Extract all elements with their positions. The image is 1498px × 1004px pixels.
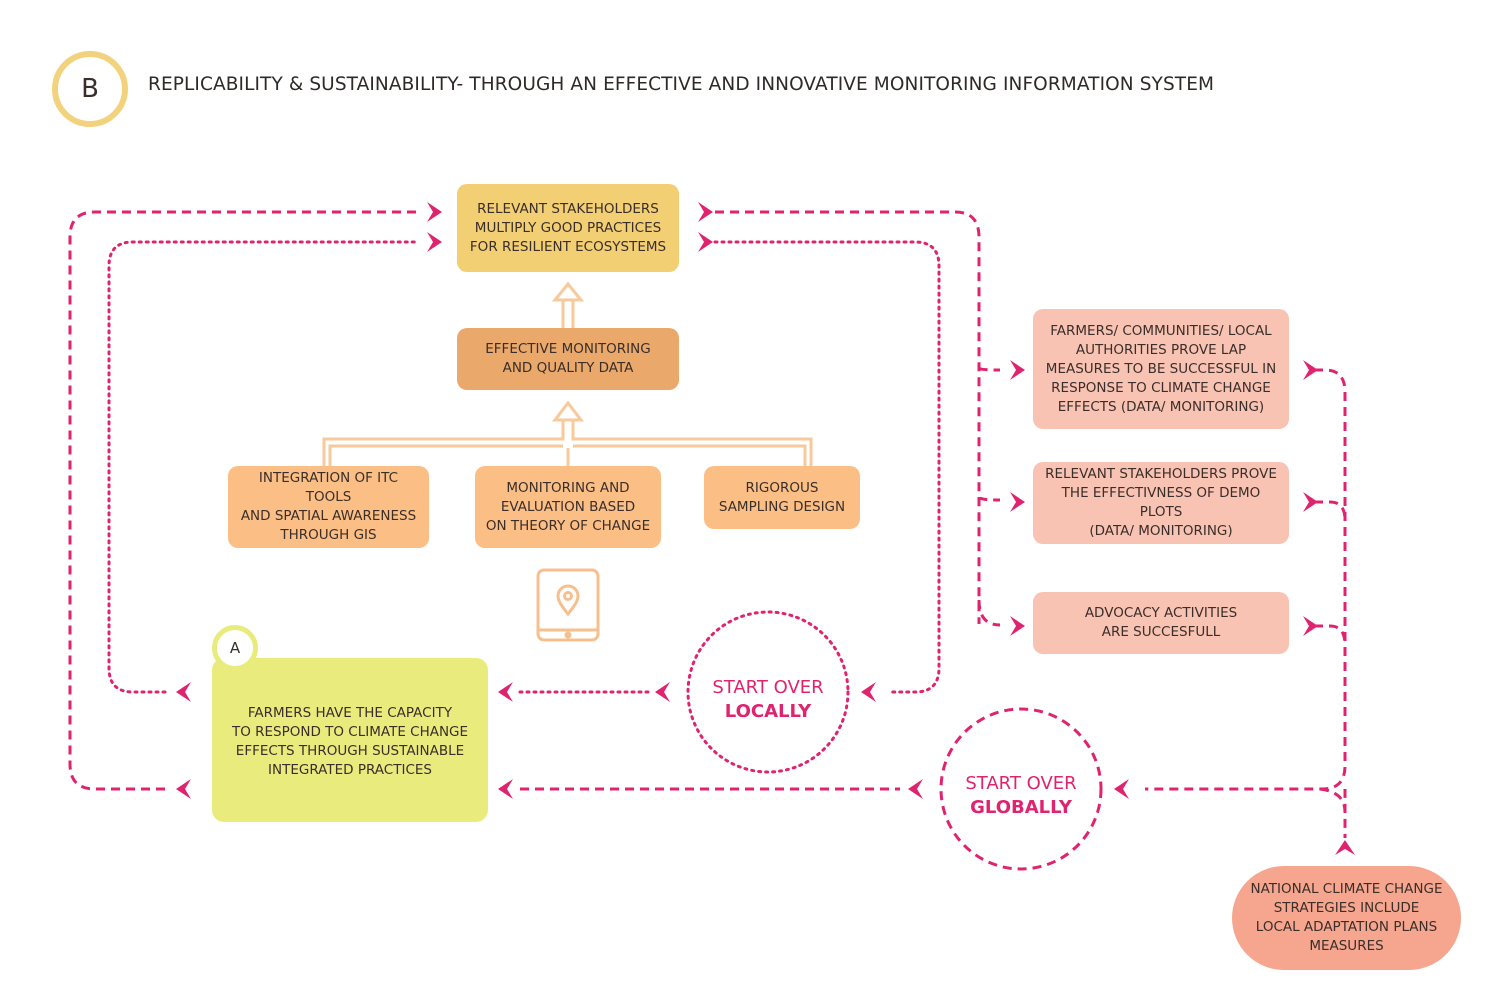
arrow-head-icon bbox=[908, 779, 923, 799]
monitoring-evaluation-box: MONITORING AND EVALUATION BASED ON THEOR… bbox=[475, 466, 661, 548]
global-loop bbox=[68, 210, 1347, 871]
stakeholders-prove-box: RELEVANT STAKEHOLDERS PROVE THE EFFECTIV… bbox=[1033, 462, 1289, 544]
arrow-head-icon bbox=[498, 682, 513, 702]
arrow-head-icon bbox=[655, 682, 670, 702]
arrow-head-icon bbox=[1303, 492, 1318, 512]
arrow-head-icon bbox=[861, 682, 876, 702]
arrow-head-icon bbox=[427, 202, 442, 222]
farmers-capacity-box: FARMERS HAVE THE CAPACITY TO RESPOND TO … bbox=[212, 658, 488, 822]
local-loop bbox=[107, 240, 941, 774]
farmers-capacity-text: FARMERS HAVE THE CAPACITY TO RESPOND TO … bbox=[231, 705, 469, 778]
arrow-head-icon bbox=[1010, 616, 1025, 636]
arrow-head-icon bbox=[698, 202, 713, 222]
arrow-head-icon bbox=[1010, 492, 1025, 512]
arrow-head-icon bbox=[176, 779, 191, 799]
tablet-location-icon bbox=[536, 568, 600, 642]
farmers-prove-box: FARMERS/ COMMUNITIES/ LOCAL AUTHORITIES … bbox=[1033, 309, 1289, 429]
arrow-head-icon bbox=[698, 232, 713, 252]
page-title: REPLICABILITY & SUSTAINABILITY- THROUGH … bbox=[148, 74, 1215, 95]
start-over-locally: START OVER LOCALLY bbox=[688, 676, 848, 724]
arrow-head-icon bbox=[1303, 360, 1318, 380]
start-over-locally-line1: START OVER bbox=[712, 677, 824, 698]
arrow-head-icon bbox=[1010, 360, 1025, 380]
advocacy-box: ADVOCACY ACTIVITIES ARE SUCCESFULL bbox=[1033, 592, 1289, 654]
itc-tools-box: INTEGRATION OF ITC TOOLS AND SPATIAL AWA… bbox=[228, 466, 429, 548]
arrow-head-icon bbox=[427, 232, 442, 252]
rigorous-sampling-box: RIGOROUS SAMPLING DESIGN bbox=[704, 466, 860, 529]
start-over-globally: START OVER GLOBALLY bbox=[940, 772, 1102, 820]
arrow-head-icon bbox=[1114, 779, 1129, 799]
start-over-globally-line1: START OVER bbox=[965, 773, 1077, 794]
arrow-head-icon bbox=[1303, 616, 1318, 636]
flow-arrows bbox=[322, 281, 813, 466]
national-strategies-box: NATIONAL CLIMATE CHANGE STRATEGIES INCLU… bbox=[1232, 866, 1461, 970]
section-badge: B bbox=[52, 51, 128, 127]
start-over-locally-line2: LOCALLY bbox=[724, 701, 812, 722]
arrow-head-icon bbox=[1335, 840, 1355, 855]
arrow-head-icon bbox=[176, 682, 191, 702]
section-a-marker: A bbox=[212, 625, 258, 671]
stakeholders-multiply-box: RELEVANT STAKEHOLDERS MULTIPLY GOOD PRAC… bbox=[457, 184, 679, 272]
arrow-head-icon bbox=[498, 779, 513, 799]
start-over-globally-line2: GLOBALLY bbox=[970, 797, 1072, 818]
effective-monitoring-box: EFFECTIVE MONITORING AND QUALITY DATA bbox=[457, 328, 679, 390]
